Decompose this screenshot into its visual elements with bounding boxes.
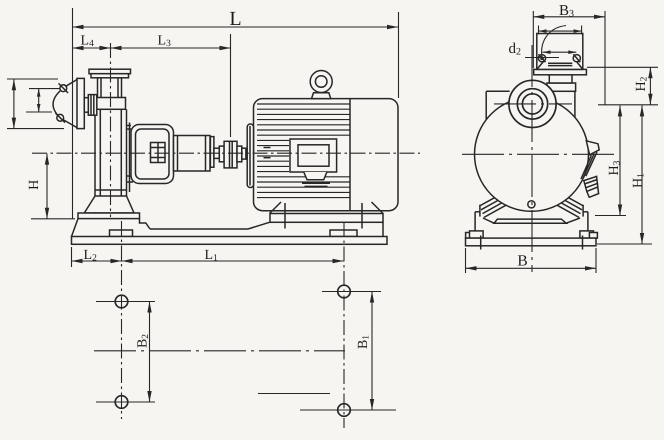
svg-text:B: B [517, 253, 527, 270]
svg-text:L: L [229, 8, 241, 30]
svg-text:H: H [27, 180, 42, 190]
